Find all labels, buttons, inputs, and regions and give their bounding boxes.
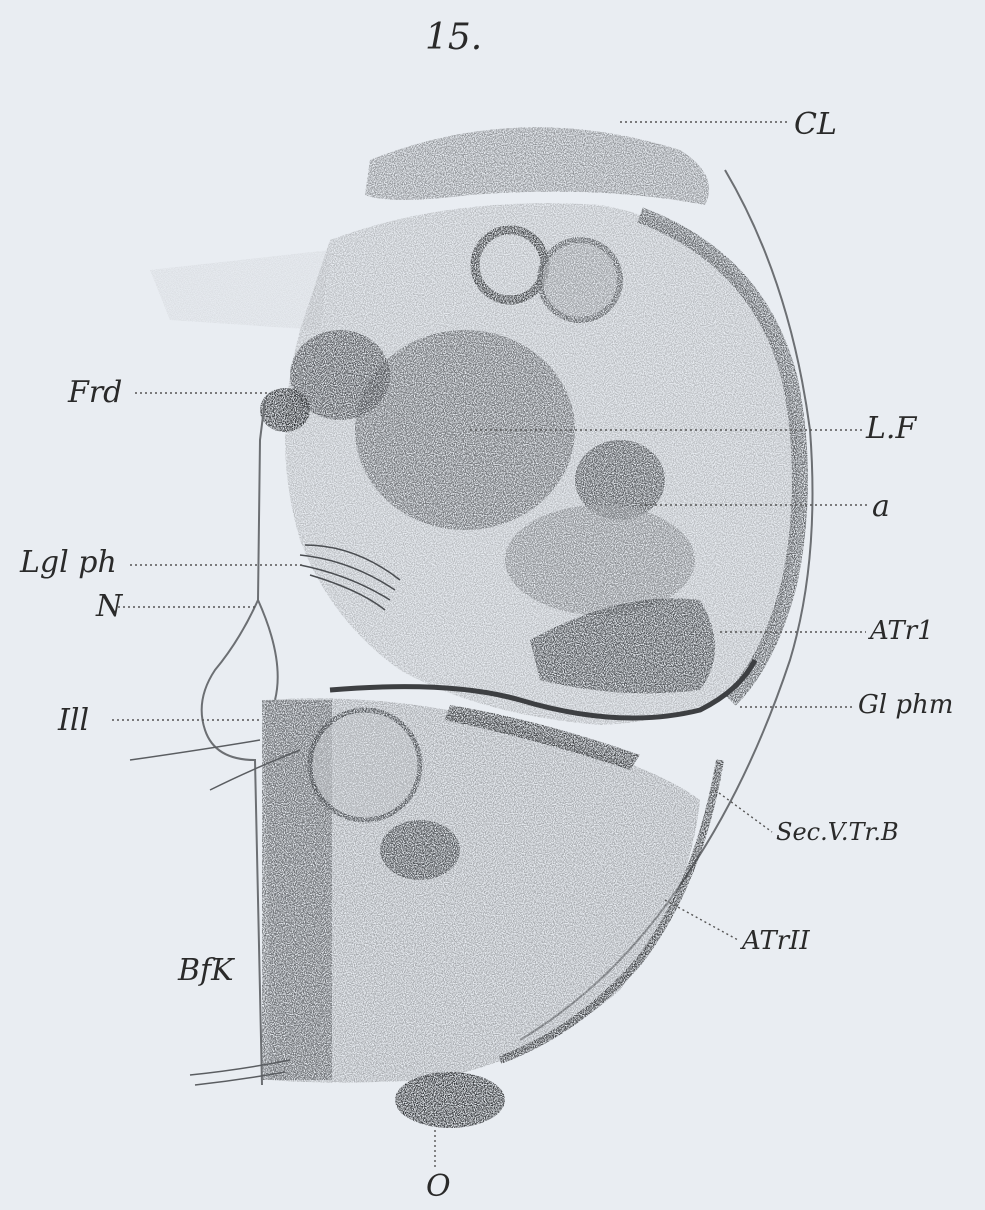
label-lf: L.F [866, 414, 916, 444]
round-nucleus [310, 710, 420, 820]
label-atrii: ATrII [742, 928, 810, 954]
frd-dark-spot [260, 388, 310, 432]
n-loop [258, 600, 278, 700]
lower-nodule [380, 820, 460, 880]
label-glphm: Gl phm [858, 692, 953, 718]
faint-tissue-scrap [150, 250, 330, 330]
label-frd: Frd [68, 378, 122, 408]
label-bfk: BfK [178, 956, 234, 986]
label-a: a [872, 492, 890, 522]
label-o: O [426, 1172, 451, 1202]
label-n: N [96, 592, 122, 622]
ring-structure-right [540, 240, 620, 320]
label-secvtrb: Sec.V.Tr.B [776, 820, 899, 844]
label-ill: Ill [58, 706, 89, 736]
label-lglph: Lgl ph [20, 548, 117, 578]
cap-region [365, 127, 709, 205]
figure-number: 15. [425, 20, 482, 56]
label-cl: CL [794, 110, 837, 140]
o-region [395, 1072, 505, 1128]
label-atr1: ATr1 [870, 618, 934, 644]
